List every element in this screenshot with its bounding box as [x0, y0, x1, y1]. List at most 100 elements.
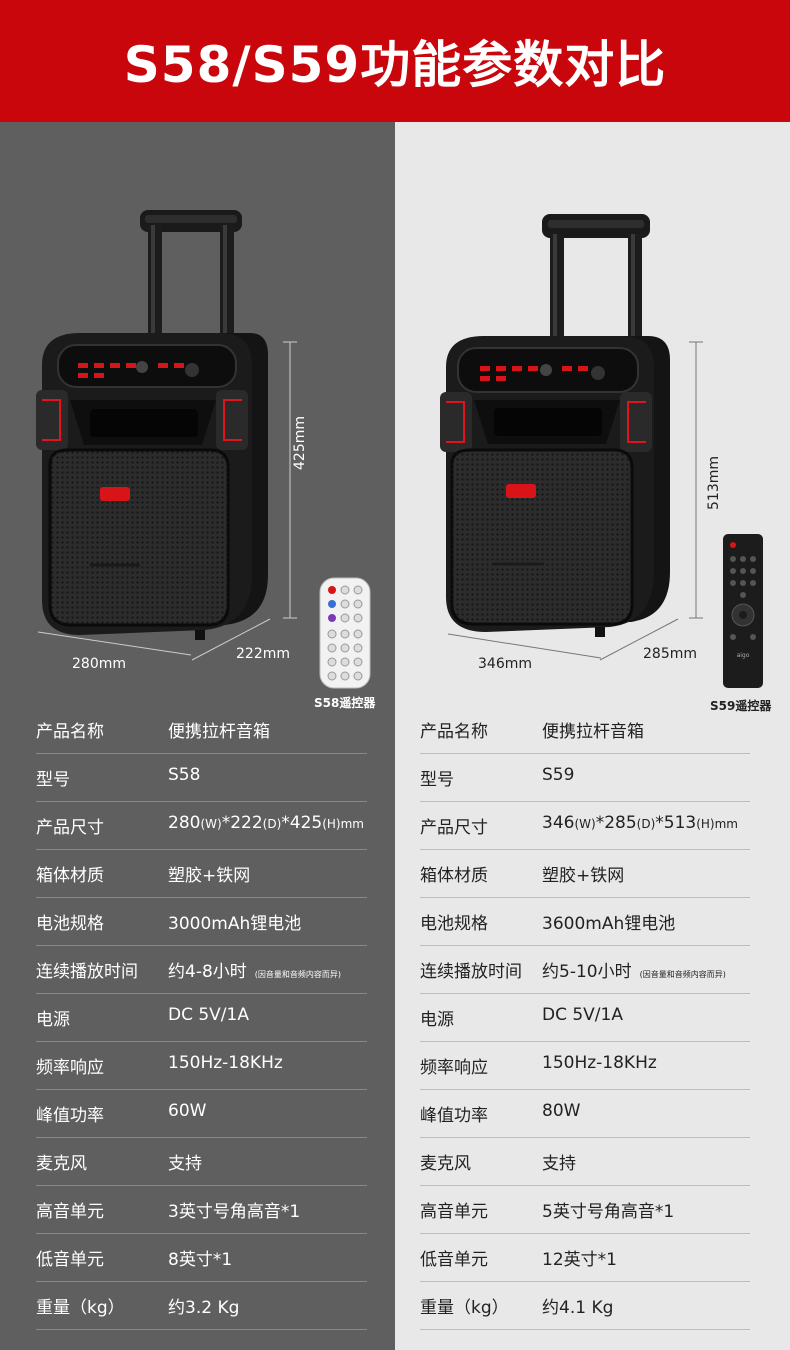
spec-value: 3600mAh锂电池 [542, 909, 675, 934]
spec-key: 频率响应 [420, 1058, 488, 1078]
spec-key: 低音单元 [36, 1250, 104, 1270]
spec-row: 型号 S58 [36, 754, 367, 802]
spec-value: DC 5V/1A [168, 1005, 249, 1025]
s58-depth-label: 222mm [236, 646, 290, 662]
spec-key: 峰值功率 [36, 1106, 104, 1126]
spec-value-text: 塑胶+铁网 [542, 866, 625, 886]
spec-key: 型号 [36, 770, 70, 790]
spec-key: 产品名称 [420, 722, 488, 742]
spec-value-text: 3英寸号角高音*1 [168, 1202, 301, 1222]
spec-divider [420, 753, 750, 754]
spec-key: 连续播放时间 [420, 962, 522, 982]
spec-value-part: (H) [696, 817, 715, 831]
spec-value: 280(W)*222(D)*425(H)mm [168, 813, 364, 833]
spec-divider [420, 897, 750, 898]
spec-row: 频率响应 150Hz-18KHz [420, 1042, 750, 1090]
spec-value: 支持 [168, 1149, 202, 1174]
spec-value: 346(W)*285(D)*513(H)mm [542, 813, 738, 833]
spec-value: S59 [542, 765, 574, 785]
spec-key: 电源 [420, 1010, 454, 1030]
s59-remote-brand: aigo [737, 652, 750, 659]
spec-value-text: 60W [168, 1101, 207, 1121]
spec-key: 低音单元 [420, 1250, 488, 1270]
s59-height-label: 513mm [706, 456, 722, 510]
spec-value-part: *222 [221, 813, 263, 833]
s59-speaker-image [440, 214, 670, 637]
spec-row: 重量（kg） 约3.2 Kg [36, 1282, 367, 1330]
spec-row: 产品名称 便携拉杆音箱 [420, 706, 750, 754]
spec-value-text: 支持 [168, 1154, 202, 1174]
spec-value: 便携拉杆音箱 [542, 717, 644, 742]
spec-value-part: 280 [168, 813, 201, 833]
spec-row: 电源 DC 5V/1A [36, 994, 367, 1042]
s58-remote-image [319, 577, 371, 689]
s59-width-label: 346mm [478, 656, 532, 672]
spec-divider [36, 993, 367, 994]
left-panel [0, 122, 395, 1350]
spec-row: 产品名称 便携拉杆音箱 [36, 706, 367, 754]
spec-value-text: 12英寸*1 [542, 1250, 617, 1270]
spec-key: 高音单元 [420, 1202, 488, 1222]
spec-key: 频率响应 [36, 1058, 104, 1078]
spec-value: 约4.1 Kg [542, 1293, 613, 1318]
spec-value-text: 便携拉杆音箱 [168, 722, 270, 742]
spec-value: 3英寸号角高音*1 [168, 1197, 300, 1222]
spec-value-text: DC 5V/1A [168, 1005, 249, 1025]
spec-value-part: (D) [636, 817, 656, 831]
spec-value-note: (因音量和音频内容而异) [254, 970, 342, 979]
right-panel [395, 122, 790, 1350]
spec-value-part: (D) [262, 817, 282, 831]
spec-value: 80W [542, 1101, 580, 1121]
spec-key: 重量（kg） [420, 1298, 509, 1318]
spec-row: 低音单元 12英寸*1 [420, 1234, 750, 1282]
spec-key: 电池规格 [420, 914, 488, 934]
spec-value-text: 3600mAh锂电池 [542, 914, 676, 934]
spec-value-text: S59 [542, 765, 575, 785]
s59-depth-dimension [599, 618, 679, 661]
spec-value: 约3.2 Kg [168, 1293, 239, 1318]
spec-divider [36, 801, 367, 802]
spec-divider [36, 1089, 367, 1090]
spec-row: 箱体材质塑胶+铁网 [36, 850, 367, 898]
spec-divider [36, 945, 367, 946]
spec-value-part: *513 [655, 813, 697, 833]
spec-row: 重量（kg） 约4.1 Kg [420, 1282, 750, 1330]
spec-value-text: S58 [168, 765, 201, 785]
spec-key: 产品名称 [36, 722, 104, 742]
spec-row: 麦克风支持 [420, 1138, 750, 1186]
spec-value: 3000mAh锂电池 [168, 909, 301, 934]
s59-remote-image: aigo [723, 534, 763, 688]
spec-row: 电池规格 3600mAh锂电池 [420, 898, 750, 946]
spec-value-text: 150Hz-18KHz [542, 1053, 657, 1073]
page-header: S58/S59功能参数对比 [0, 0, 790, 122]
spec-divider [420, 1281, 750, 1282]
spec-divider [420, 1137, 750, 1138]
spec-key: 重量（kg） [36, 1298, 125, 1318]
spec-key: 电源 [36, 1010, 70, 1030]
spec-key: 峰值功率 [420, 1106, 488, 1126]
spec-value-text: 3000mAh锂电池 [168, 914, 302, 934]
spec-divider [420, 849, 750, 850]
spec-value-text: 塑胶+铁网 [168, 866, 251, 886]
spec-divider [36, 1041, 367, 1042]
s58-width-label: 280mm [72, 656, 126, 672]
spec-divider [420, 1233, 750, 1234]
spec-divider [36, 897, 367, 898]
spec-divider [420, 801, 750, 802]
spec-value-part: (W) [574, 817, 596, 831]
s59-height-dimension [689, 341, 703, 619]
spec-divider [420, 993, 750, 994]
s59-remote-label: S59遥控器 [710, 699, 772, 713]
s58-speaker-image [36, 210, 268, 640]
spec-value-part: mm [714, 817, 738, 831]
spec-value-note: (因音量和音频内容而异) [639, 970, 726, 979]
